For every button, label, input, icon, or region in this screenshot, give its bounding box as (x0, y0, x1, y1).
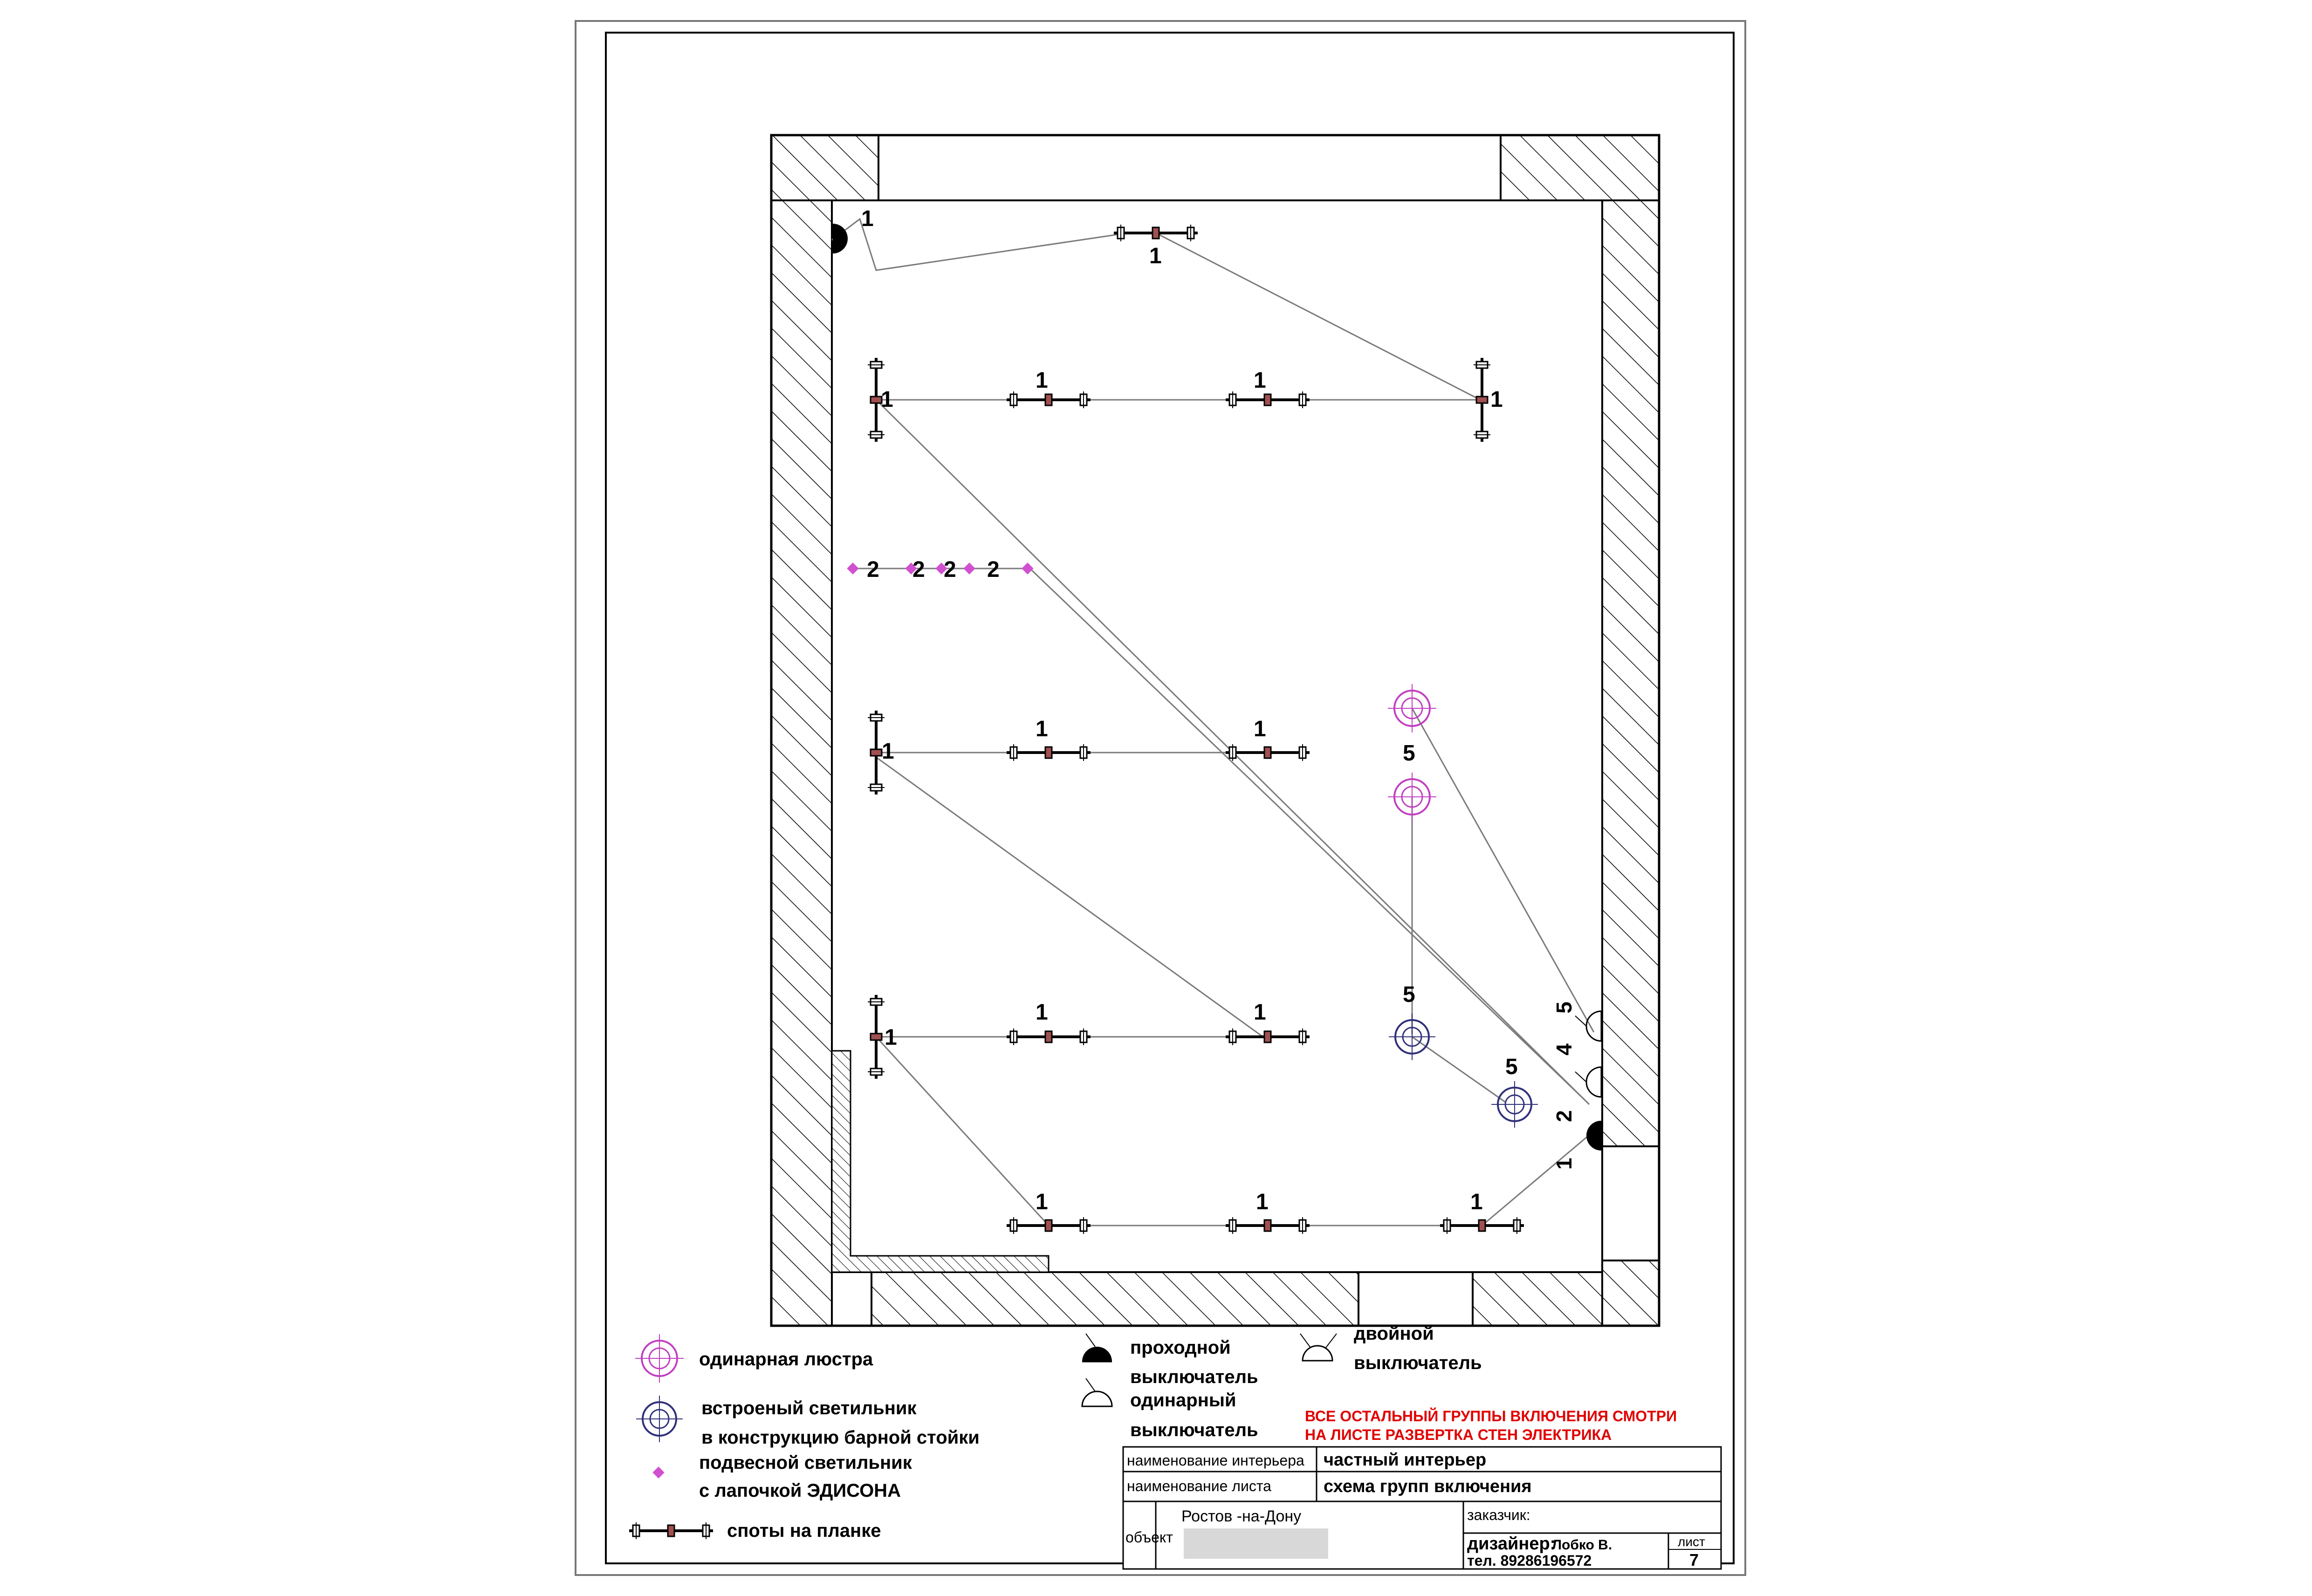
label-switch-1: 1 (1552, 1158, 1576, 1170)
label-g1-row4-2: 1 (1256, 1190, 1269, 1214)
label-g1-row1-mid1: 1 (1036, 368, 1048, 393)
note-line2: НА ЛИСТЕ РАЗВЕРТКА СТЕН ЭЛЕКТРИКА (1305, 1426, 1612, 1443)
legend-single-switch-line1: одинарный (1130, 1390, 1236, 1411)
tb-customer-label: заказчик: (1467, 1507, 1530, 1523)
legend-single-switch-line2: выключатель (1130, 1420, 1258, 1440)
label-g1-row3-mid1: 1 (1036, 1000, 1048, 1025)
tb-designer-label: дизайнер: (1467, 1534, 1556, 1554)
label-g2-p4: 2 (987, 557, 1000, 582)
label-switch-2: 2 (1552, 1110, 1576, 1122)
legend-chandelier: одинарная люстра (699, 1349, 873, 1370)
label-g1-row4-3: 1 (1470, 1190, 1483, 1214)
group-labels: 1 1 1 1 1 1 2 2 2 2 1 1 1 5 1 1 1 5 5 1 … (861, 206, 1576, 1214)
tb-sheet-no-label: лист (1678, 1534, 1705, 1549)
label-g1-row1-right: 1 (1490, 387, 1503, 412)
label-g1-row2-left: 1 (882, 739, 894, 764)
label-g1-switch: 1 (861, 206, 874, 231)
label-switch-4: 4 (1552, 1043, 1576, 1055)
bar-counter (831, 1050, 1050, 1273)
legend-pass-switch-line2: выключатель (1130, 1367, 1258, 1387)
legend-pendant-line2: с лапочкой ЭДИСОНА (699, 1480, 901, 1501)
tb-interior-label: наименование интерьера (1127, 1452, 1304, 1469)
tb-designer-name: Лобко В. (1552, 1537, 1612, 1553)
label-g1-row2-mid1: 1 (1036, 717, 1048, 741)
legend-recessed-line1: встроеный светильник (701, 1398, 917, 1418)
label-g2-p1: 2 (867, 557, 879, 582)
legend-pass-switch-line1: проходной (1130, 1337, 1231, 1358)
tb-object-label: объект (1125, 1529, 1173, 1546)
tb-object-city: Ростов -на-Дону (1181, 1507, 1301, 1525)
label-g1-top-bar: 1 (1149, 244, 1162, 268)
walls (770, 134, 1660, 1327)
label-g5-recessed1: 5 (1403, 982, 1415, 1007)
label-g1-row3-mid2: 1 (1254, 1000, 1266, 1025)
tb-interior-value: частный интерьер (1324, 1450, 1486, 1470)
label-g1-row3-left: 1 (885, 1025, 897, 1050)
wiring (831, 218, 1595, 1226)
tb-phone: тел. 89286196572 (1467, 1552, 1592, 1569)
label-g5-chandelier: 5 (1403, 741, 1415, 766)
legend-pendant-line1: подвесной светильник (699, 1452, 912, 1473)
tb-sheet-no: 7 (1689, 1550, 1699, 1569)
tb-sheet-label: наименование листа (1127, 1478, 1271, 1494)
outer-frame (575, 20, 1746, 1576)
legend-recessed-line2: в конструкцию барной стойки (701, 1427, 980, 1448)
label-g5-recessed2: 5 (1505, 1055, 1518, 1079)
legend: одинарная люстра встроеный светильник в … (629, 1323, 1482, 1541)
label-g1-row1-left: 1 (881, 387, 893, 412)
legend-double-switch-line1: двойной (1354, 1323, 1434, 1344)
label-switch-5: 5 (1552, 1001, 1576, 1014)
switches (833, 224, 1602, 1151)
label-g2-p2: 2 (912, 557, 925, 582)
label-g1-row4-1: 1 (1036, 1190, 1048, 1214)
legend-double-switch-line2: выключатель (1354, 1353, 1482, 1373)
label-g2-p3: 2 (944, 557, 956, 582)
title-block: наименование интерьера частный интерьер … (1122, 1446, 1722, 1570)
note-line1: ВСЕ ОСТАЛЬНЫЙ ГРУППЫ ВКЛЮЧЕНИЯ СМОТРИ (1305, 1408, 1677, 1425)
label-g1-row1-mid2: 1 (1254, 368, 1266, 393)
legend-spots: споты на планке (727, 1521, 881, 1541)
label-g1-row2-mid2: 1 (1254, 717, 1266, 741)
tb-sheet-value: схема групп включения (1324, 1477, 1532, 1496)
note: ВСЕ ОСТАЛЬНЫЙ ГРУППЫ ВКЛЮЧЕНИЯ СМОТРИ НА… (1305, 1408, 1677, 1443)
